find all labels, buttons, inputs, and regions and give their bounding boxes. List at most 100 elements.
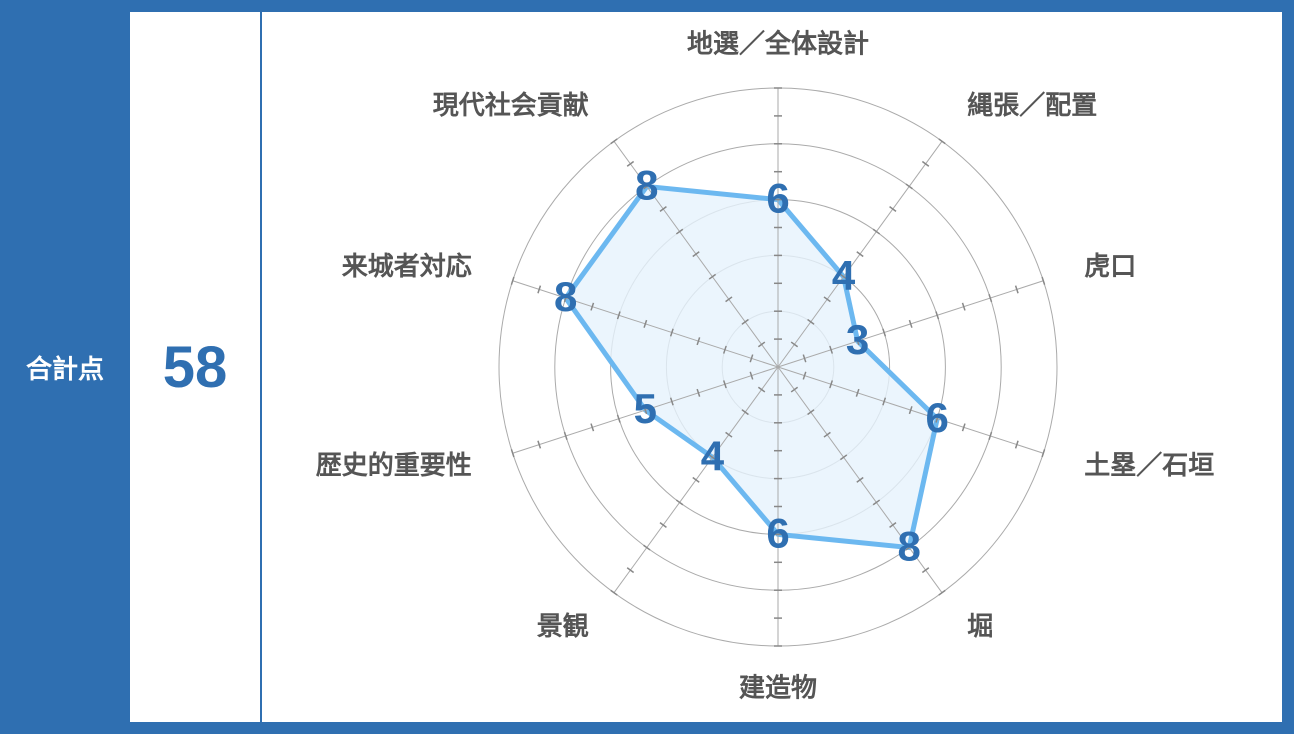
axis-tick [659, 522, 667, 528]
axis-tick [659, 206, 667, 212]
axis-tick [675, 499, 684, 506]
axis-tick [855, 388, 860, 397]
axis-tick [908, 406, 913, 415]
axis-tick [741, 409, 749, 416]
category-label: 景観 [537, 611, 589, 642]
axis-tick [961, 423, 966, 432]
category-label: 現代社会貢献 [433, 90, 589, 121]
axis-tick [626, 160, 635, 167]
value-label: 8 [554, 273, 577, 320]
category-label: 縄張／配置 [967, 91, 1097, 121]
axis-tick [616, 414, 621, 423]
value-label: 6 [766, 509, 789, 556]
axis-tick [1041, 449, 1046, 458]
total-label: 合計点 [25, 354, 104, 385]
total-score-box: 58 [130, 12, 260, 722]
axis-tick [757, 341, 766, 348]
total-score: 58 [162, 334, 228, 400]
axis-tick [616, 311, 621, 320]
axis-tick [961, 302, 966, 311]
axis-tick [872, 499, 881, 506]
axis-tick [802, 354, 807, 363]
category-label: 虎口 [1084, 252, 1136, 282]
axis-tick [823, 296, 831, 303]
axis-tick [757, 386, 766, 393]
axis-tick [1041, 276, 1046, 285]
axis-tick [537, 285, 542, 294]
axis-tick [725, 431, 733, 438]
value-label: 6 [766, 175, 789, 222]
axis-tick [749, 371, 754, 380]
axis-tick [802, 371, 807, 380]
axis-tick [510, 276, 515, 285]
axis-tick [921, 160, 930, 167]
axis-tick [725, 296, 733, 303]
axis-tick [722, 345, 727, 354]
value-label: 3 [846, 316, 869, 363]
axis-tick [829, 380, 834, 389]
axis-tick [722, 380, 727, 389]
axis-tick [1014, 285, 1019, 294]
value-label: 6 [926, 394, 949, 441]
axis-tick [708, 273, 717, 280]
axis-tick [823, 431, 831, 438]
category-label: 歴史的重要性 [316, 450, 472, 481]
category-label: 堀 [967, 612, 993, 642]
axis-tick [692, 251, 700, 258]
axis-tick [856, 476, 864, 483]
axis-tick [905, 183, 913, 190]
axis-tick [749, 354, 754, 363]
value-label: 4 [701, 432, 725, 479]
axis-tick [839, 454, 848, 461]
axis-tick [921, 567, 930, 574]
axis-tick [790, 341, 799, 348]
axis-tick [935, 311, 940, 320]
axis-tick [908, 319, 913, 328]
axis-tick [889, 206, 897, 212]
axis-tick [1014, 440, 1019, 449]
axis-tick [537, 440, 542, 449]
axis-tick [643, 544, 651, 551]
divider [260, 12, 262, 722]
axis-tick [807, 318, 815, 325]
value-label: 8 [635, 162, 658, 209]
axis-tick [988, 431, 993, 441]
axis-tick [829, 345, 834, 354]
axis-tick [590, 302, 595, 311]
axis-tick [626, 567, 635, 574]
axis-tick [790, 386, 799, 393]
data-polygon [563, 183, 940, 551]
axis-tick [669, 328, 674, 337]
axis-tick [675, 228, 684, 235]
axis-tick [872, 228, 881, 235]
category-label: 地選／全体設計 [687, 29, 869, 60]
axis-tick [696, 388, 701, 397]
axis-tick [938, 589, 946, 596]
axis-tick [563, 431, 568, 441]
axis-tick [741, 318, 749, 325]
axis-tick [610, 138, 618, 145]
axis-tick [610, 589, 618, 596]
category-label: 来城者対応 [342, 251, 472, 282]
total-label-panel: 合計点 [0, 0, 130, 734]
value-label: 5 [634, 385, 657, 432]
value-label: 8 [898, 523, 921, 570]
axis-tick [696, 337, 701, 346]
axis-tick [882, 328, 887, 337]
axis-tick [882, 397, 887, 406]
axis-tick [889, 522, 897, 528]
axis-tick [643, 319, 648, 328]
radar-chart: 地選／全体設計縄張／配置虎口土塁／石垣堀建造物 景観 歴史的重要性 来城者対応 現代社会… [262, 12, 1282, 722]
axis-tick [692, 476, 700, 483]
axis-tick [856, 251, 864, 258]
axis-tick [938, 138, 946, 145]
axis-tick [590, 423, 595, 432]
category-label: 建造物 [739, 674, 817, 704]
axis-tick [807, 409, 815, 416]
value-label: 4 [832, 252, 856, 299]
axis-tick [510, 449, 515, 458]
category-label: 土塁／石垣 [1084, 451, 1214, 481]
axis-tick [669, 397, 674, 406]
axis-tick [988, 293, 993, 303]
